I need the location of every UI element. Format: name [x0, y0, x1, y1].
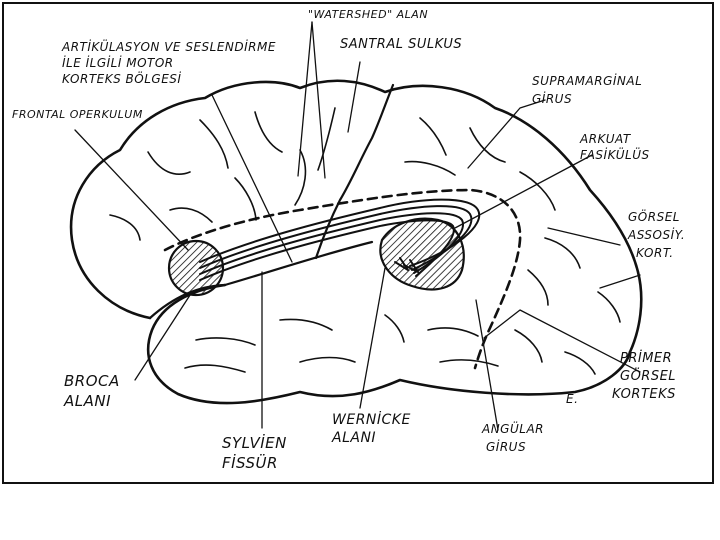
temporal-lobe-outline: [148, 285, 630, 403]
label-broca-line1: BROCA: [64, 372, 120, 390]
label-primary-visual-line2: GÖRSEL: [620, 370, 676, 384]
label-watershed: "WATERSHED" ALAN: [308, 8, 428, 22]
label-visual-assoc-line3: KORT.: [636, 246, 674, 260]
label-broca-line2: ALANI: [64, 392, 111, 410]
label-arcuate-line1: ARKUAT: [580, 132, 631, 146]
label-articulation-line3: KORTEKS BÖLGESİ: [62, 72, 181, 86]
label-wernicke-line2: ALANI: [332, 430, 376, 447]
label-visual-assoc-line1: GÖRSEL: [628, 210, 680, 224]
label-articulation-line2: İLE İLGİLİ MOTOR: [62, 56, 174, 70]
label-wernicke-line1: WERNİCKE: [332, 412, 411, 429]
label-arcuate-line2: FASİKÜLÜS: [580, 148, 650, 162]
label-sylvian-line2: FİSSÜR: [222, 454, 278, 472]
label-central-sulcus: SANTRAL SULKUS: [340, 38, 462, 52]
label-frontal-operculum: FRONTAL OPERKULUM: [12, 108, 143, 122]
label-angular-line1: ANGÜLAR: [482, 422, 544, 436]
label-sylvian-line1: SYLVİEN: [222, 434, 287, 452]
label-supramarginal-line1: SUPRAMARGİNAL: [532, 74, 642, 88]
label-angular-line2: GİRUS: [486, 440, 526, 454]
label-primary-visual-line3: KORTEKS: [612, 388, 676, 402]
label-visual-assoc-line2: ASSOSİY.: [628, 228, 685, 242]
artist-signature: E.: [566, 392, 578, 406]
label-articulation-line1: ARTİKÜLASYON VE SESLENDİRME: [62, 40, 276, 54]
wernicke-area: [380, 219, 463, 290]
label-primary-visual-line1: PRİMER: [620, 352, 672, 366]
label-supramarginal-line2: GİRUS: [532, 92, 572, 106]
